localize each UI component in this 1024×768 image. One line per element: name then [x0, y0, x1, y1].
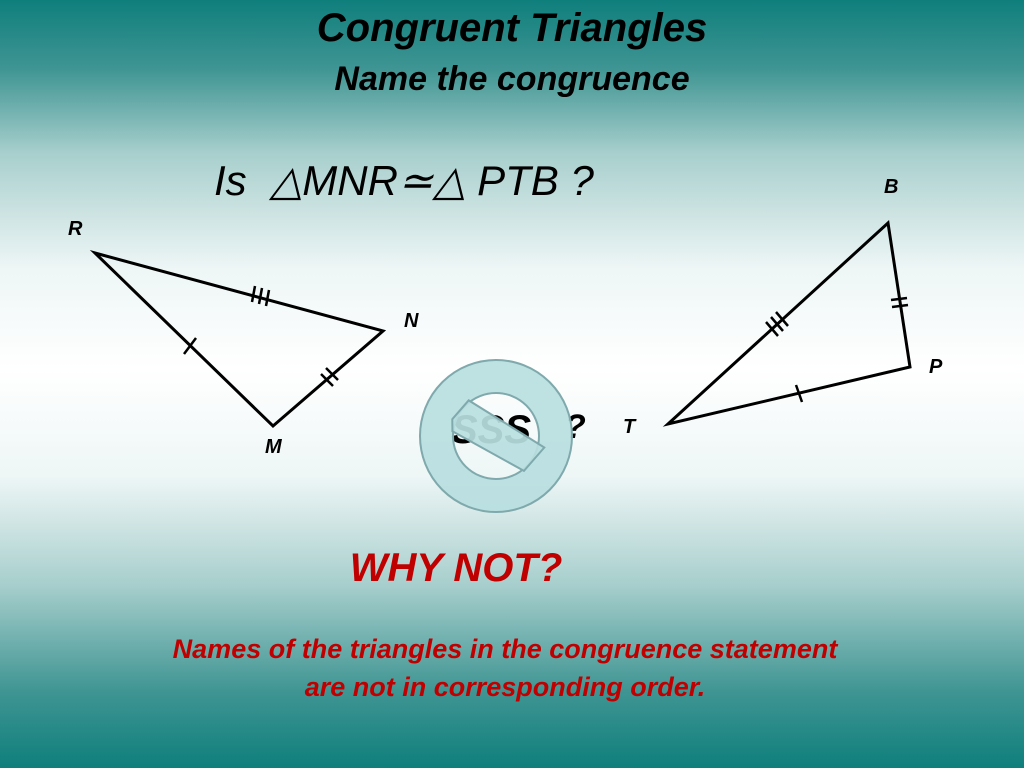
triangle-ptb: [662, 220, 912, 427]
slide-title: Congruent Triangles: [316, 6, 708, 50]
explanation-line-2: are not in corresponding order.: [304, 672, 706, 702]
explanation-line-1: Names of the triangles in the congruence…: [172, 634, 838, 664]
tick-triple-rn: [250, 285, 271, 307]
tick-single-tp: [794, 384, 804, 403]
triangle-mnr-outline: [89, 250, 387, 429]
tick-triple-tb: [765, 311, 789, 337]
tick-double-bp: [890, 296, 909, 309]
slide-subtitle: Name the congruence: [334, 60, 690, 98]
vertex-label-r: R: [68, 218, 83, 240]
triangle-mnr: [89, 250, 387, 429]
why-not-heading: WHY NOT?: [349, 546, 563, 590]
vertex-label-b: B: [884, 176, 899, 198]
vertex-label-m: M: [265, 436, 282, 458]
congruence-question: Is △MNR≃△ PTB ?: [214, 157, 594, 204]
vertex-label-p: P: [929, 356, 943, 378]
tick-double-nm: [320, 367, 339, 387]
explanation-text: Names of the triangles in the congruence…: [0, 630, 1010, 706]
tick-single-rm: [183, 337, 197, 355]
prohibition-icon: [418, 359, 574, 513]
vertex-label-n: N: [404, 310, 419, 332]
vertex-label-t: T: [623, 416, 636, 438]
